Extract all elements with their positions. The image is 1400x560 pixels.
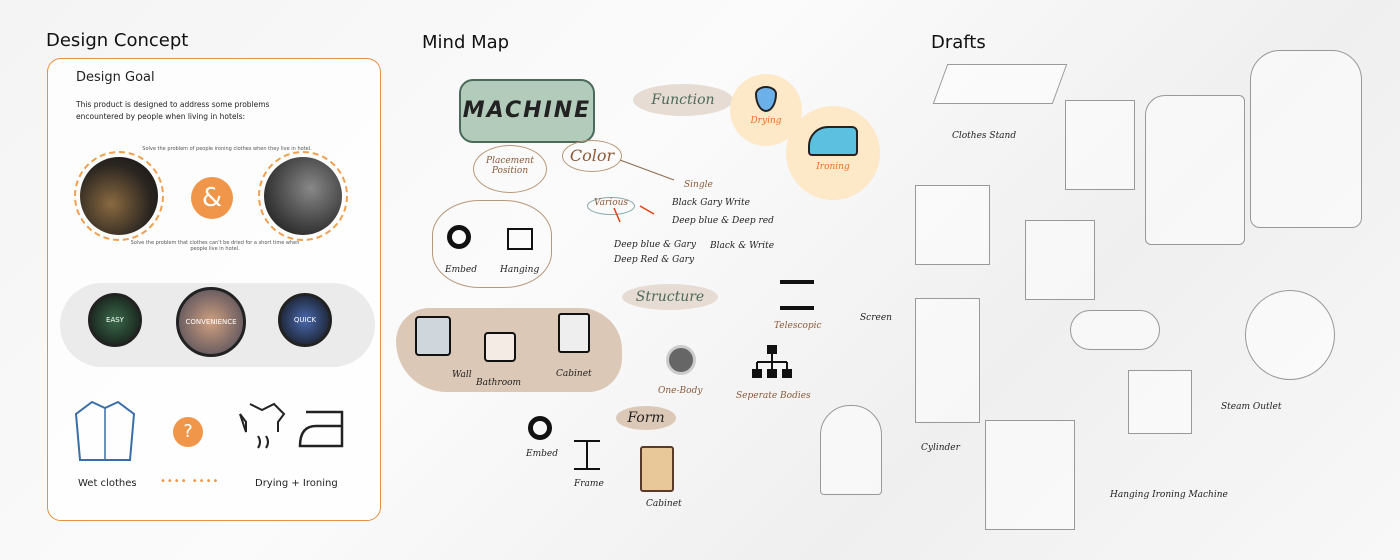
- clothes-stand-label: Clothes Stand: [952, 131, 1017, 141]
- iron-blue-icon: [808, 126, 858, 156]
- wet-clothes-label: Wet clothes: [78, 478, 137, 489]
- drafts-title: Drafts: [931, 32, 986, 53]
- drying-node: Drying: [730, 74, 802, 146]
- separate-bodies-icon: [752, 345, 792, 378]
- clothes-stand-sketch: [932, 64, 1068, 104]
- telescopic-icon: [780, 280, 814, 310]
- drying-label: Drying: [750, 116, 782, 126]
- bathroom-label: Bathroom: [476, 378, 522, 388]
- placement-node: Placement Position: [473, 145, 547, 193]
- ironing-node: Ironing: [786, 106, 880, 200]
- iron-icon: [298, 410, 344, 448]
- telescopic-label: Telescopic: [774, 321, 822, 331]
- cabinet-sketch: [1065, 100, 1135, 190]
- various-node: Various: [587, 197, 635, 215]
- ironing-label: Ironing: [816, 162, 850, 172]
- hotel-photo: [74, 151, 164, 241]
- ironing-photo: [258, 151, 348, 241]
- keyword-easy: EASY: [88, 293, 142, 347]
- function-node: Function: [633, 84, 733, 116]
- various-option: Deep blue & Gary: [614, 240, 696, 250]
- embed-icon: [447, 225, 471, 249]
- ampersand-badge: &: [191, 177, 233, 219]
- screen-label: Screen: [860, 313, 892, 323]
- hanging-cabinet-sketch: [1145, 95, 1245, 245]
- problem-ironing-text: Solve the problem of people ironing clot…: [142, 146, 312, 152]
- hanging-label: Hanging: [500, 265, 540, 275]
- wall-icon: [415, 316, 451, 356]
- cylinder-sketch: [820, 405, 882, 495]
- form-cabinet-label: Cabinet: [646, 499, 682, 509]
- keyword-quick: QUICK: [278, 293, 332, 347]
- hanging-machine-sketch: [985, 420, 1075, 530]
- single-label: Single: [684, 180, 713, 190]
- frame-icon: [574, 440, 600, 470]
- various-option: Deep Red & Gary: [614, 255, 695, 265]
- drying-shirt-icon: [239, 402, 286, 449]
- cabinet-label: Cabinet: [556, 369, 592, 379]
- design-goal-text: This product is designed to address some…: [76, 100, 270, 121]
- form-cabinet-icon: [640, 446, 674, 492]
- design-concept-title: Design Concept: [46, 30, 189, 51]
- screen-sketch: [915, 298, 980, 423]
- color-arrows: [613, 159, 675, 223]
- form-node: Form: [616, 406, 676, 430]
- form-embed-label: Embed: [526, 449, 558, 459]
- keyword-convenience: CONVENIENCE: [176, 287, 246, 357]
- question-badge: ?: [173, 417, 203, 447]
- hanging-machine-label: Hanging Ironing Machine: [1110, 490, 1228, 500]
- machine-node: MACHINE: [459, 79, 595, 143]
- embed-label: Embed: [445, 265, 477, 275]
- bathroom-icon: [484, 332, 516, 362]
- color-node: Color: [562, 140, 622, 172]
- one-body-icon: [666, 345, 696, 375]
- cabinet-icon: [558, 313, 590, 353]
- placement-options-blob: [432, 200, 552, 288]
- shirt-icon: [74, 400, 136, 461]
- water-drop-icon: [755, 86, 777, 112]
- steamer-sketch: [1070, 310, 1160, 350]
- cylinder-label: Cylinder: [921, 443, 960, 453]
- one-body-label: One-Body: [658, 386, 703, 396]
- single-option: Deep blue & Deep red: [672, 216, 774, 226]
- drawer-sketch: [1025, 220, 1095, 300]
- steamer-body-sketch: [1128, 370, 1192, 434]
- wall-label: Wall: [452, 370, 472, 380]
- problem-drying-text: Solve the problem that clothes can't be …: [130, 240, 300, 252]
- separate-bodies-label: Seperate Bodies: [736, 391, 811, 401]
- design-goal-title: Design Goal: [76, 70, 155, 85]
- various-option: Black & Write: [710, 241, 775, 251]
- frame-label: Frame: [574, 479, 604, 489]
- progress-dots: •••• ••••: [160, 476, 220, 487]
- steam-outlet-label: Steam Outlet: [1221, 402, 1282, 412]
- hanging-frame-icon: [507, 228, 533, 250]
- single-option: Black Gary Write: [672, 198, 750, 208]
- form-embed-icon: [528, 416, 552, 440]
- drying-ironing-label: Drying + Ironing: [255, 478, 338, 489]
- mind-map-title: Mind Map: [422, 32, 510, 53]
- tall-unit-sketch: [1250, 50, 1362, 228]
- structure-node: Structure: [622, 284, 718, 310]
- wardrobe-sketch: [915, 185, 990, 265]
- steam-outlet-sketch: [1245, 290, 1335, 380]
